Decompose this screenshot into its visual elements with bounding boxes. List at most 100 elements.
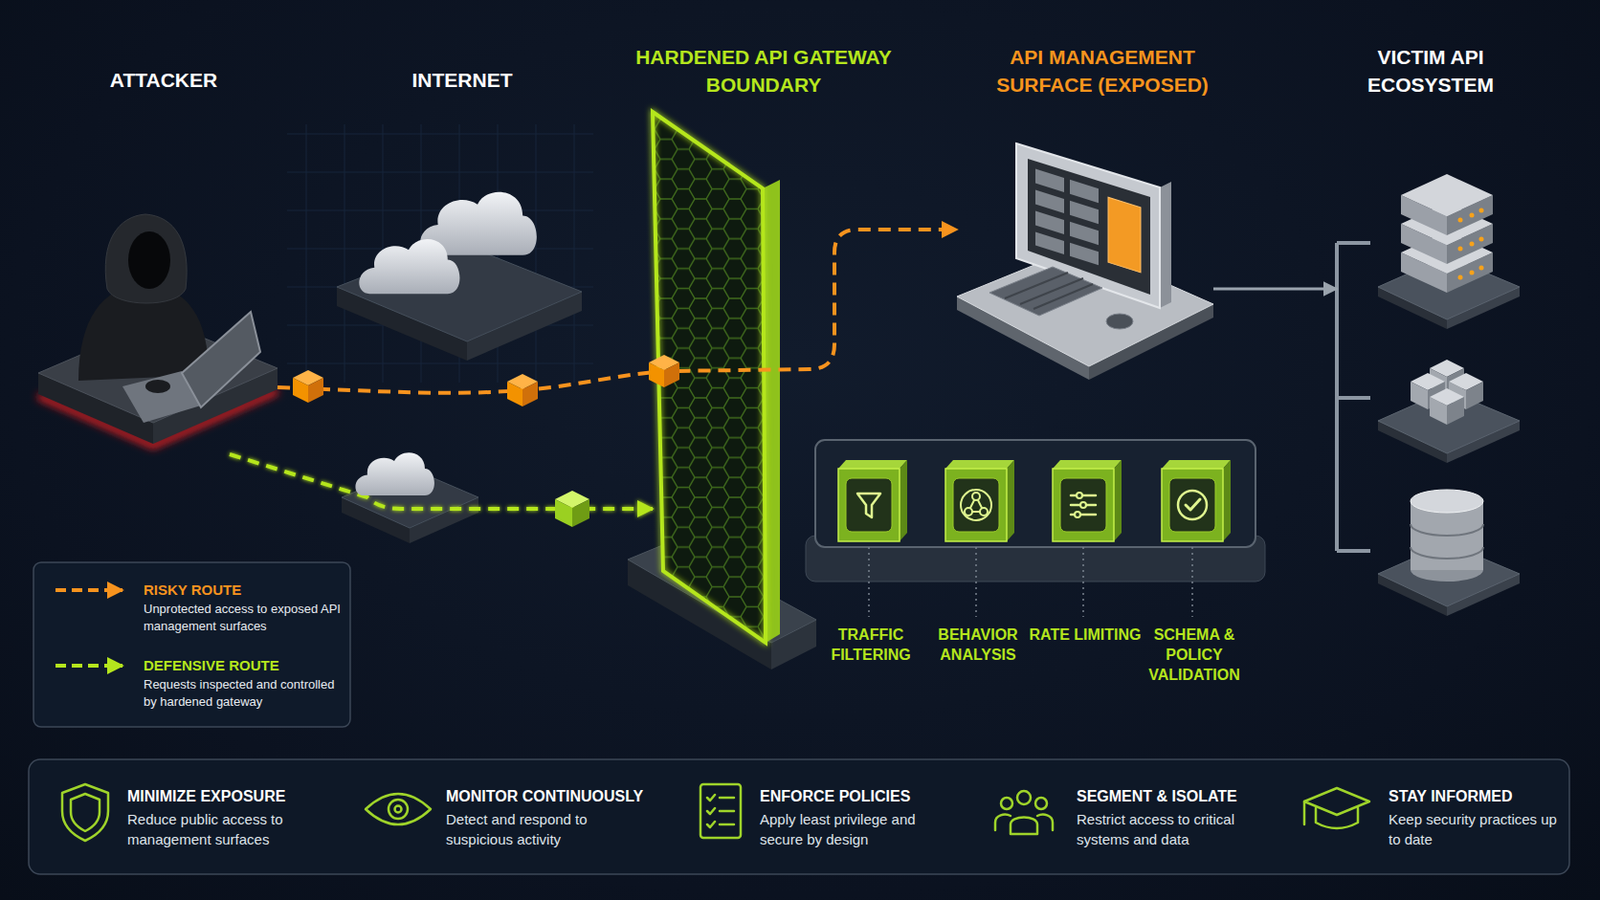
legend-description: Requests inspected and controlled by har… <box>143 676 347 712</box>
screen-tiles <box>1035 169 1141 279</box>
box-top <box>1161 460 1231 469</box>
light <box>1458 246 1464 252</box>
box-front <box>1161 468 1223 542</box>
box-front <box>945 468 1007 542</box>
stage-box-art <box>1161 460 1231 542</box>
gateway-wall: HARDENED API GATEWAY BOUNDARY <box>652 111 780 644</box>
column-heading: INTERNET <box>356 66 568 94</box>
stage-label: TRAFFIC FILTERING <box>811 624 931 666</box>
practice-heading: MONITOR CONTINUOUSLY <box>445 786 734 807</box>
practice-text: Apply least privilege and secure by desi… <box>759 809 938 850</box>
stage-label: SCHEMA & POLICY VALIDATION <box>1134 624 1254 686</box>
route-gray <box>1213 288 1337 291</box>
eye-iris <box>388 800 408 820</box>
keyboard <box>989 266 1103 316</box>
packet-cube <box>292 370 324 403</box>
legend-label: DEFENSIVE ROUTE <box>143 656 280 676</box>
shield-icon <box>62 784 109 842</box>
cap-top <box>1304 788 1370 816</box>
stage-box: TRAFFIC FILTERING <box>836 460 906 542</box>
checklist-rows <box>707 795 734 828</box>
screen-tile <box>1069 243 1099 266</box>
stage-label: BEHAVIOR ANALYSIS <box>918 624 1038 666</box>
practice-heading: SEGMENT & ISOLATE <box>1076 786 1364 807</box>
practice-heading: MINIMIZE EXPOSURE <box>127 786 415 807</box>
leader-lines <box>868 547 1193 618</box>
light <box>1479 208 1485 214</box>
box-side <box>1222 460 1231 542</box>
column-heading: API MANAGEMENT SURFACE (EXPOSED) <box>987 43 1218 99</box>
route-lime <box>1228 512 1337 517</box>
branch-bracket <box>1336 243 1371 552</box>
box-top <box>945 460 1015 469</box>
stage-box: BEHAVIOR ANALYSIS <box>943 460 1013 542</box>
box-front <box>1052 468 1114 542</box>
box-panel <box>1060 478 1107 533</box>
person-head <box>1035 798 1047 810</box>
eye-pupil <box>395 806 402 814</box>
server-lights <box>1458 208 1485 281</box>
packet-cube <box>555 490 590 528</box>
cloud <box>355 452 434 496</box>
light <box>1458 275 1464 281</box>
person-head <box>1017 791 1031 805</box>
practice-text: Keep security practices up to date <box>1388 809 1567 850</box>
screen-tile <box>1035 232 1065 255</box>
sliders-icon <box>1070 495 1096 515</box>
internet-clouds: INTERNET <box>336 187 582 361</box>
box-side <box>1006 460 1015 542</box>
stage-box: RATE LIMITING <box>1050 460 1120 542</box>
shield-inner <box>70 794 100 832</box>
grid-lines <box>287 124 594 383</box>
box-top <box>838 460 908 469</box>
route-orange <box>277 229 957 394</box>
legend-box <box>33 562 351 728</box>
legend-sample-risky <box>55 588 123 593</box>
practice-text: Reduce public access to management surfa… <box>127 809 306 850</box>
stage-box-art <box>838 460 908 542</box>
slider-knob <box>1076 492 1083 499</box>
practice-heading: STAY INFORMED <box>1388 786 1600 807</box>
attacker-figure: ATTACKER <box>35 214 278 455</box>
tray-frame <box>815 440 1256 548</box>
box-panel <box>953 478 1000 533</box>
attacker-hand <box>145 379 171 394</box>
check-ring <box>1177 490 1207 520</box>
screen-tile <box>1069 200 1099 224</box>
route-lime <box>1119 503 1160 508</box>
checklist-icon <box>700 784 741 839</box>
box-side <box>1113 460 1122 542</box>
route-lime <box>1012 503 1051 508</box>
box-panel <box>845 478 892 533</box>
box-side <box>899 460 908 542</box>
screen-tile <box>1035 169 1065 193</box>
box-front <box>838 468 900 542</box>
grid <box>287 124 594 383</box>
attacker-hood <box>105 214 187 304</box>
server-face <box>1400 174 1493 217</box>
light <box>1469 270 1475 276</box>
column-heading: ATTACKER <box>58 66 269 94</box>
screen-tile <box>1069 179 1099 203</box>
practice-text: Detect and respond to suspicious activit… <box>445 809 624 850</box>
box-top <box>1052 460 1122 469</box>
eye-icon <box>365 794 431 825</box>
cube <box>1429 388 1465 425</box>
db-bands <box>1410 524 1484 559</box>
practices-bar <box>28 759 1570 875</box>
management-console: API MANAGEMENT SURFACE (EXPOSED) <box>956 143 1214 367</box>
stage-box-art <box>1052 460 1122 542</box>
slider-knob <box>1080 502 1087 509</box>
route-lime <box>905 503 944 508</box>
keyboard-rows <box>1004 272 1093 310</box>
check-mark <box>1185 499 1200 511</box>
cap-base <box>1304 801 1358 829</box>
person-head <box>1000 798 1013 810</box>
laptop-screen <box>181 311 261 408</box>
column-heading: HARDENED API GATEWAY BOUNDARY <box>634 43 893 99</box>
light <box>1469 213 1475 219</box>
